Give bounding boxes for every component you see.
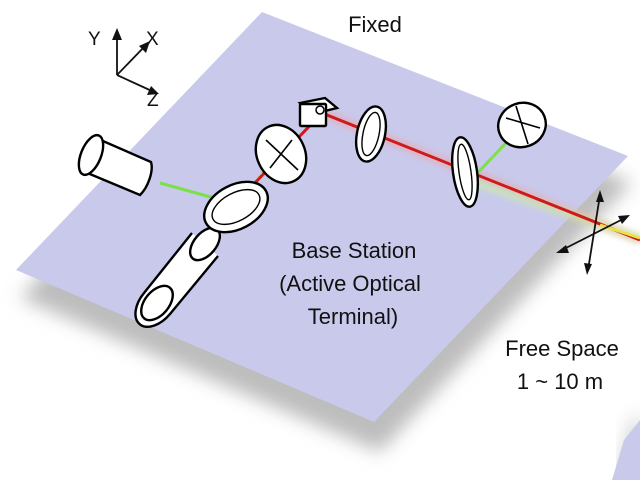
motion-arrows-icon	[556, 190, 630, 275]
base-station-line3: Terminal)	[308, 304, 398, 329]
laser-housing-red	[134, 226, 222, 328]
lens-two	[450, 136, 480, 208]
polarizer-optic	[254, 123, 308, 185]
base-station-line2: (Active Optical	[279, 271, 421, 296]
fold-mirror	[297, 96, 340, 128]
axis-y-label: Y	[88, 29, 101, 50]
axis-z-label: Z	[147, 90, 159, 111]
axis-x-label: X	[146, 29, 159, 50]
base-station-line1: Base Station	[292, 238, 417, 263]
detector-optic	[497, 101, 547, 149]
free-space-line1: Free Space	[505, 336, 619, 361]
base-platform	[16, 12, 628, 422]
free-space-line2: 1 ~ 10 m	[517, 369, 603, 394]
lens-one	[354, 105, 388, 163]
fixed-label: Fixed	[348, 12, 402, 37]
laser-housing-green	[77, 133, 153, 197]
axes-icon	[112, 28, 159, 95]
beam-combiner	[203, 180, 269, 234]
far-platform-corner	[612, 420, 640, 480]
